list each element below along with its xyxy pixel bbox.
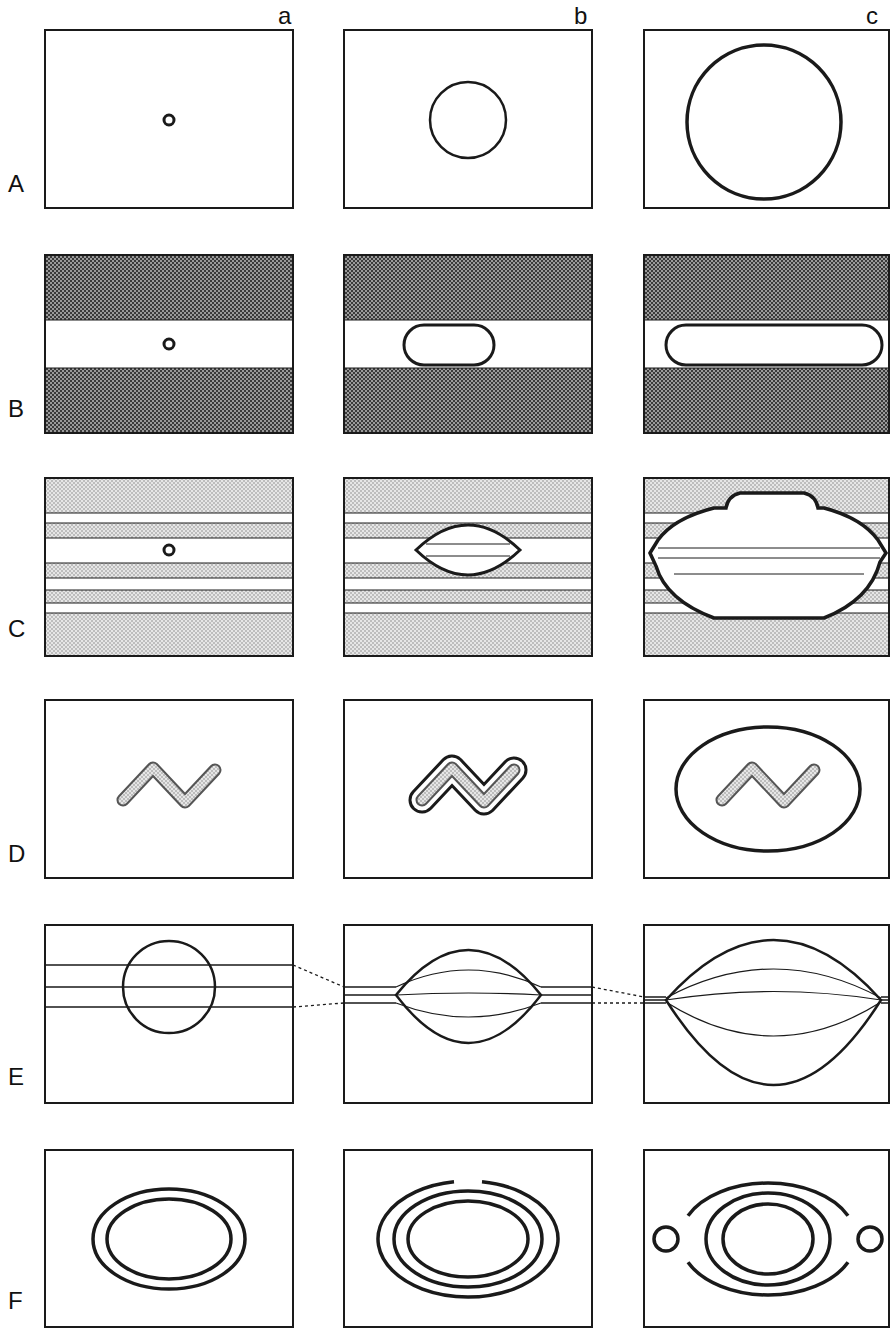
layered-strata	[46, 479, 292, 655]
panel-frame	[45, 478, 293, 656]
layer-lines	[658, 548, 880, 574]
column-letter: b	[574, 2, 587, 30]
layer-lines	[344, 987, 592, 1003]
row-letter: D	[8, 840, 25, 868]
cavity-circle	[164, 545, 174, 555]
cavity-circle	[687, 45, 841, 199]
hard-band	[46, 368, 292, 432]
column-letter: a	[278, 2, 291, 30]
cavity-circle	[164, 115, 174, 125]
panel-frame	[45, 700, 293, 878]
growth-ring	[706, 1193, 830, 1285]
column-letter: c	[866, 2, 878, 30]
panel-frame	[344, 30, 592, 208]
cavity-ellipse	[676, 727, 860, 851]
panel-frame	[344, 925, 592, 1103]
row-letter: F	[8, 1287, 23, 1315]
growth-ring	[408, 1201, 528, 1277]
band-edge	[644, 319, 889, 320]
inclusion-fill	[422, 768, 514, 802]
panel-frame	[344, 1150, 592, 1327]
band-edge	[45, 367, 293, 368]
panel-frame	[644, 30, 889, 208]
layered-strata	[345, 479, 591, 655]
cavity-halo	[422, 768, 514, 802]
cavity-circle	[430, 82, 506, 158]
hard-band	[645, 368, 888, 432]
row-letter: C	[8, 615, 25, 643]
band-edge	[45, 319, 293, 320]
panel-frame	[45, 1150, 293, 1327]
cavity-stadium	[666, 325, 882, 365]
cavity-lens	[396, 950, 541, 1043]
hard-band	[46, 256, 292, 320]
inclusion-outline	[422, 768, 514, 802]
panel-frame	[644, 925, 889, 1103]
hard-band	[345, 256, 591, 320]
layer-lines	[344, 513, 592, 613]
band-edge	[344, 367, 592, 368]
row-letter: B	[8, 395, 24, 423]
panel-frame	[644, 1150, 889, 1327]
layer-lines	[45, 513, 293, 613]
band-edge	[344, 319, 592, 320]
cavity-lens	[666, 940, 881, 1085]
growth-ring	[394, 1191, 542, 1287]
row-letter: E	[8, 1063, 24, 1091]
panel-frame	[45, 30, 293, 208]
cavity-lobed	[650, 493, 886, 618]
bud-circle	[858, 1227, 882, 1251]
growth-ring	[378, 1182, 558, 1297]
growth-ring	[107, 1199, 231, 1279]
panel-frame	[45, 255, 293, 433]
inclusion-fill	[123, 768, 215, 802]
growth-ring	[723, 1204, 813, 1274]
growth-ring	[93, 1189, 245, 1289]
cavity-stadium	[404, 325, 494, 365]
layer-lines	[396, 970, 541, 1017]
inclusion-outline	[123, 768, 215, 802]
correlation-lines	[293, 965, 644, 1007]
bud-circle	[654, 1227, 678, 1251]
growth-ring	[688, 1183, 848, 1295]
cavity-halo	[422, 768, 514, 802]
panel-frame	[344, 255, 592, 433]
layer-lines	[426, 544, 510, 556]
cavity-circle	[123, 941, 215, 1033]
layer-lines	[666, 969, 881, 1036]
panel-frame	[644, 700, 889, 878]
panel-frame	[644, 478, 889, 656]
panel-frame	[45, 925, 293, 1103]
panel-frame	[344, 700, 592, 878]
panel-frame	[344, 478, 592, 656]
layered-strata	[645, 479, 888, 655]
panel-frame	[644, 255, 889, 433]
hard-band	[645, 256, 888, 320]
inclusion-fill	[722, 768, 814, 802]
hard-band	[345, 368, 591, 432]
inclusion-outline	[722, 768, 814, 802]
band-edge	[644, 367, 889, 368]
cavity-lens	[416, 525, 520, 575]
row-letter: A	[8, 170, 24, 198]
layer-lines	[45, 965, 293, 1007]
cavity-circle	[164, 339, 174, 349]
